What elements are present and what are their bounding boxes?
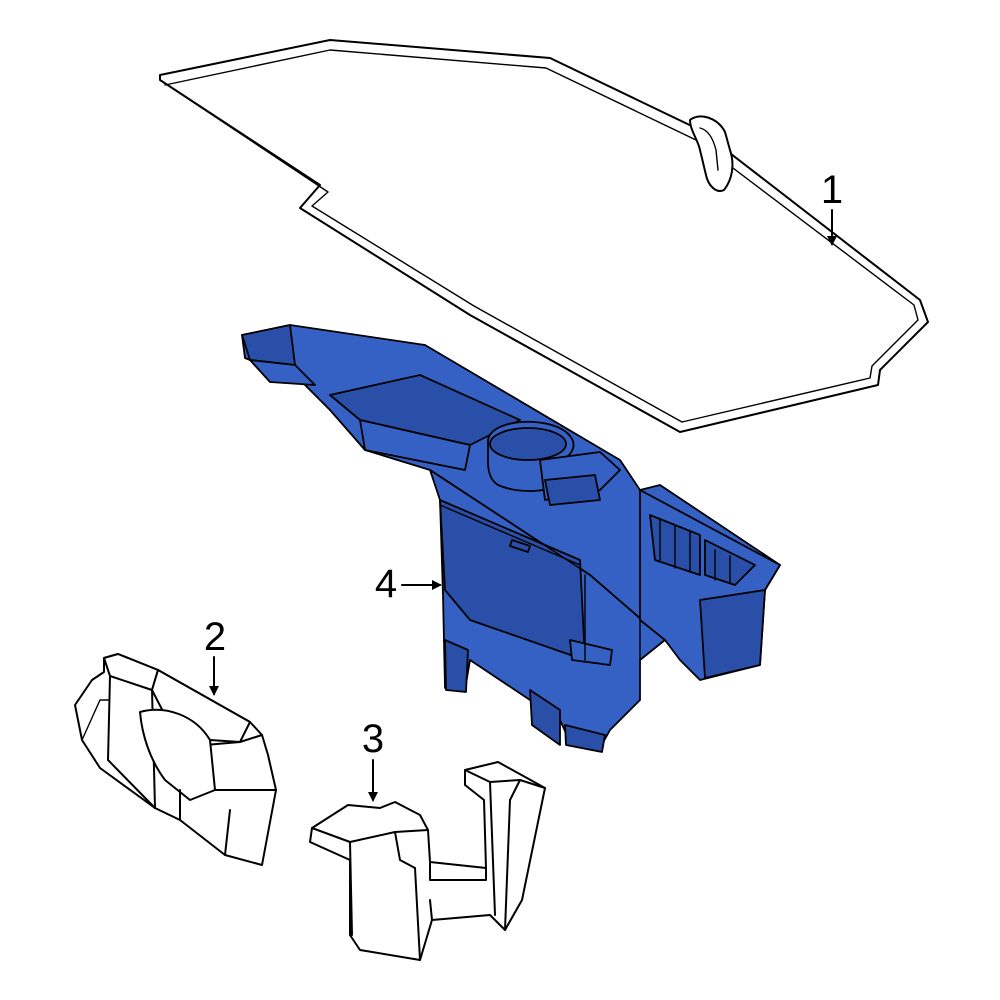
callout-3-label: 3 [362,717,384,761]
callout-1-label: 1 [821,168,843,212]
callout-2-label: 2 [204,615,226,659]
callout-3: 3 [362,717,384,802]
callout-4-label: 4 [375,562,397,606]
callout-2: 2 [204,615,226,696]
part-1-floor-panel[interactable] [159,39,929,433]
part-3-bracket[interactable] [309,761,546,961]
part-2-bracket[interactable] [74,653,277,866]
callout-1: 1 [821,168,843,246]
part-4-carrier[interactable] [241,324,781,753]
callout-4: 4 [375,562,442,606]
